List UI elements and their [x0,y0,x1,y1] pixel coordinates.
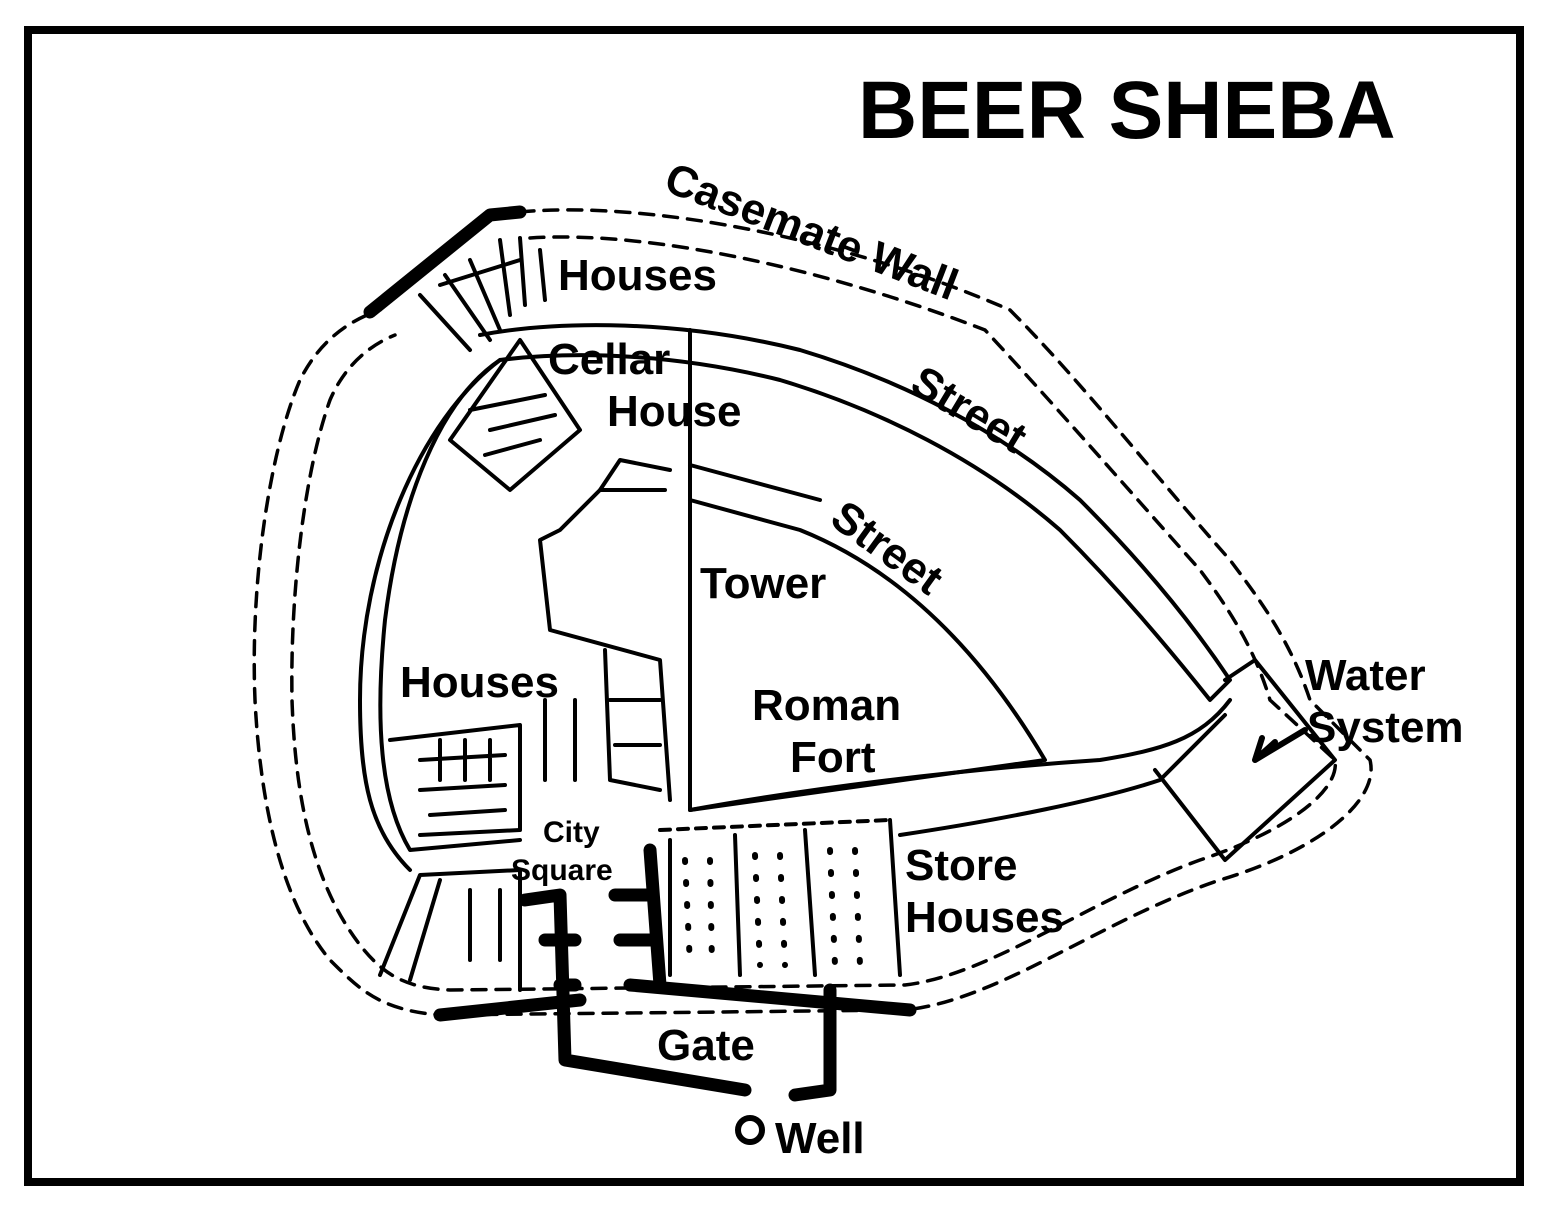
label-houses-west: Houses [400,658,559,707]
label-house: House [607,387,741,436]
water-system [1153,658,1337,862]
casemate-wall [252,208,1373,1017]
label-cellar: Cellar [548,335,670,384]
label-roman: Roman [752,681,901,730]
label-system: System [1307,703,1464,752]
store-houses [658,818,902,977]
label-houses-north: Houses [558,251,717,300]
label-store: Store [905,841,1017,890]
well-icon [735,1115,765,1145]
southwest-houses [378,868,522,992]
label-gate: Gate [657,1021,755,1070]
label-city: City [543,816,600,849]
cellar-house [448,338,582,492]
label-square: Square [511,854,613,887]
label-well: Well [775,1114,865,1163]
label-fort: Fort [790,733,876,782]
label-tower: Tower [700,559,826,608]
north-houses [418,236,547,352]
west-houses [388,648,662,837]
map-title: BEER SHEBA [858,65,1396,156]
map-border [24,26,1524,1186]
label-store-houses: Houses [905,893,1064,942]
gate-complex [433,843,917,1102]
label-street-outer: Street [903,357,1035,463]
label-water: Water [1305,651,1426,700]
street-loop [358,323,1232,872]
roman-fort [538,328,1047,812]
north-wall-segment [363,205,527,319]
